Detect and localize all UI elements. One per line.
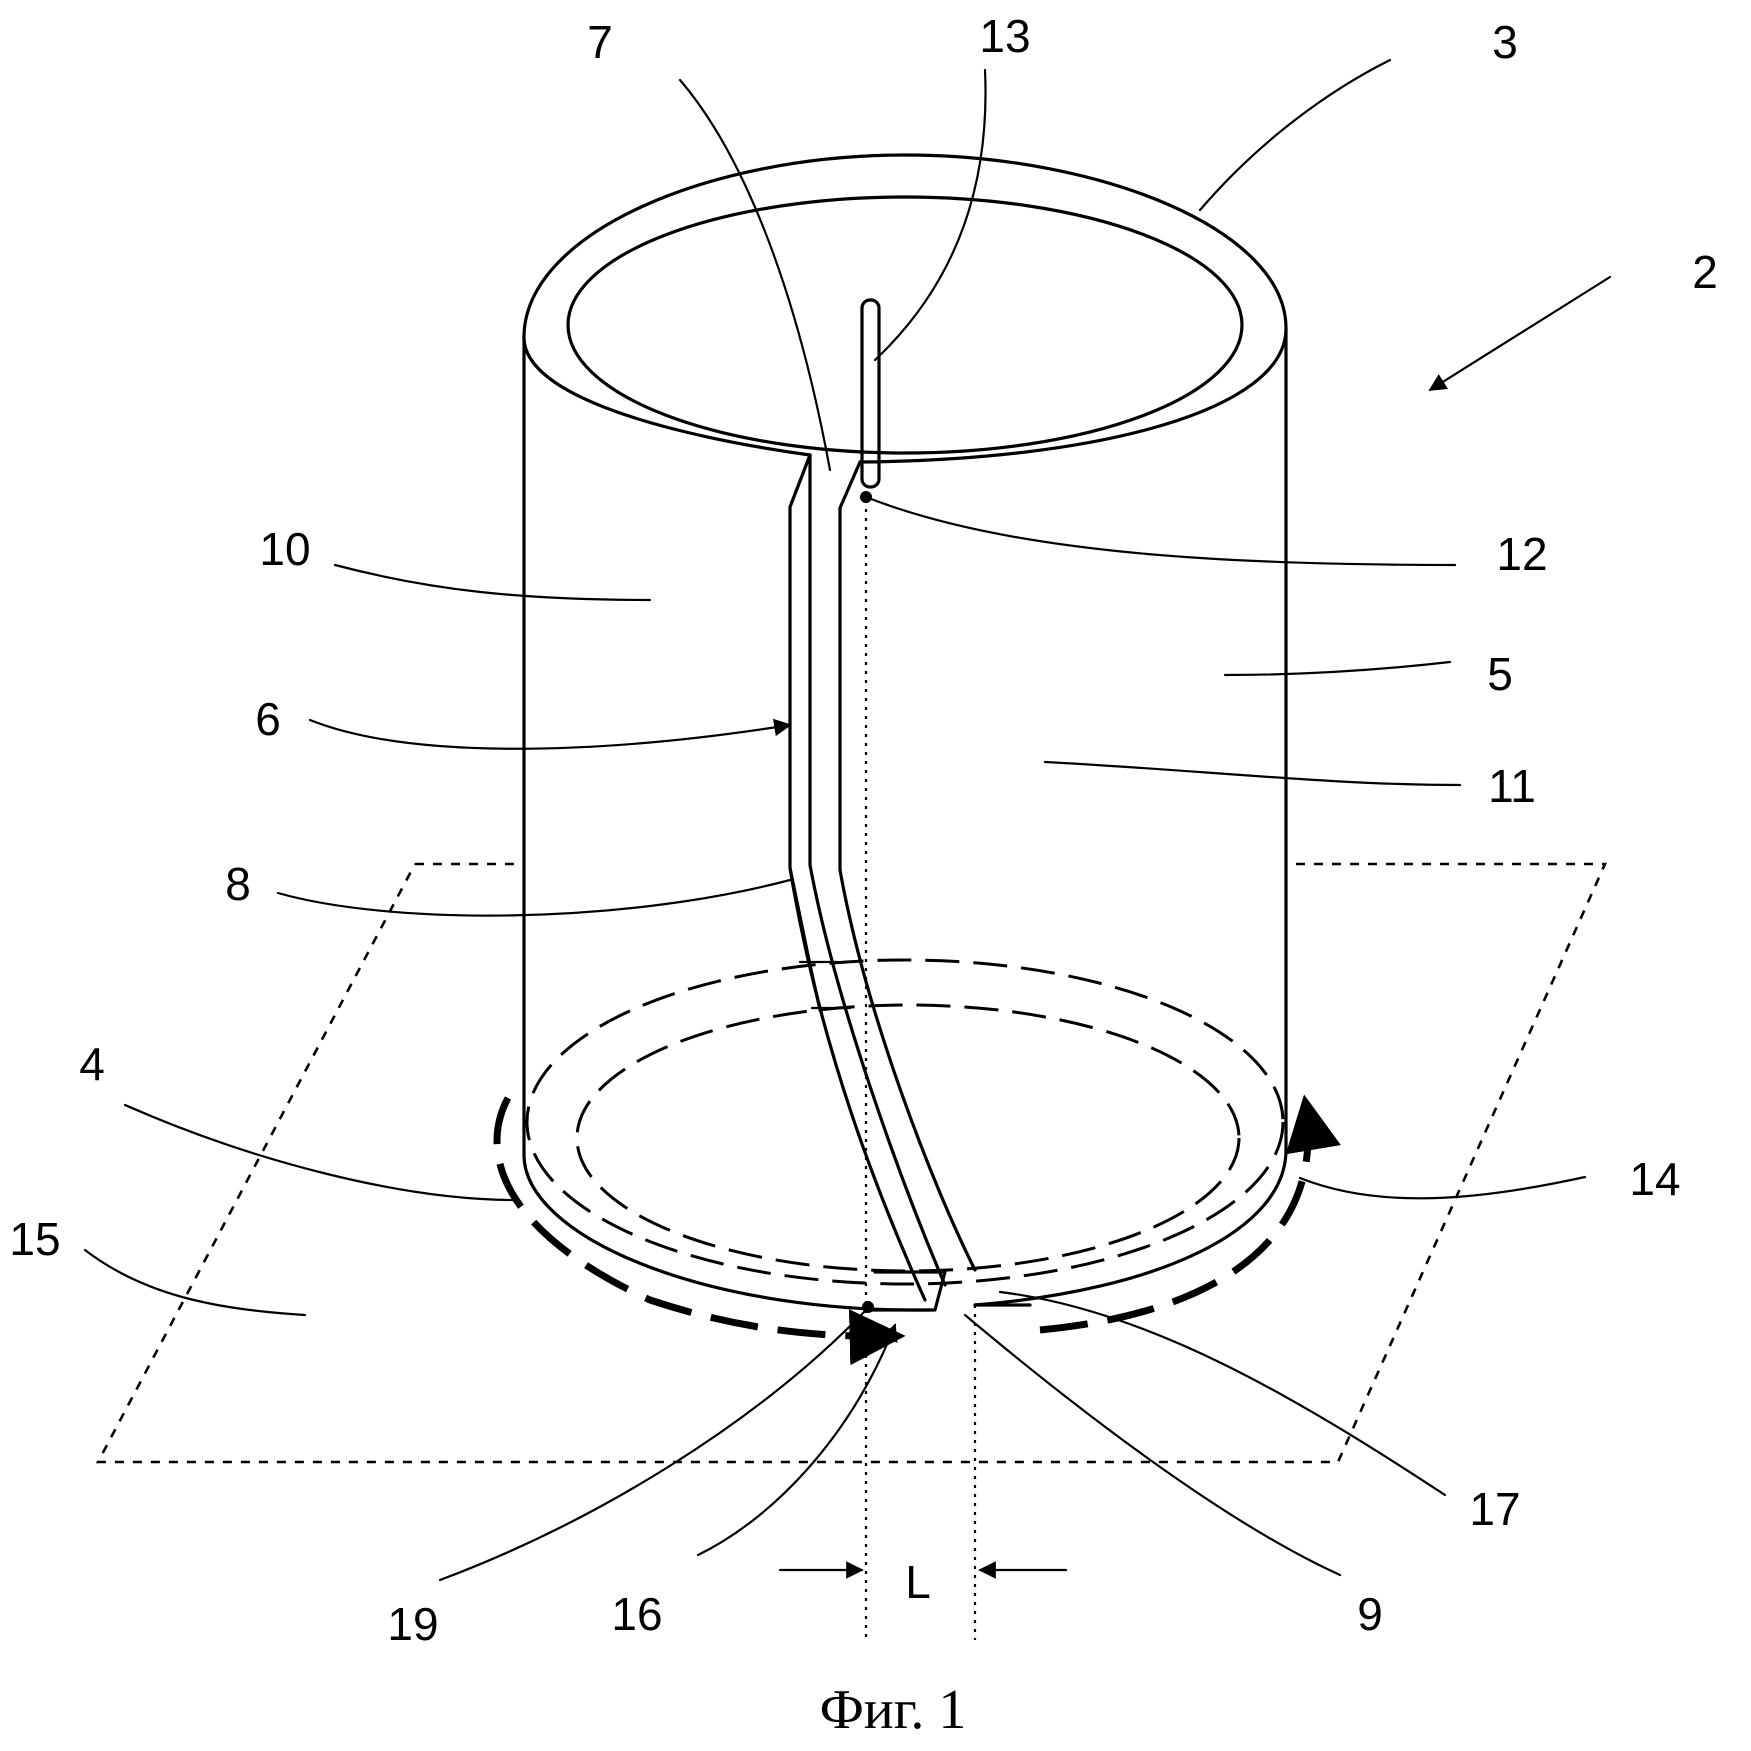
leader-15 — [85, 1250, 305, 1315]
label-8: 8 — [225, 858, 251, 910]
bottom-inner-hidden-inner — [577, 1005, 1239, 1271]
slit-top-right-face — [840, 462, 860, 508]
leader-11 — [1045, 762, 1460, 785]
leader-6 — [310, 720, 790, 749]
bottom-rim-outer — [524, 1155, 930, 1310]
slit-helix-inner — [790, 868, 925, 1300]
label-2: 2 — [1692, 246, 1718, 298]
leader-14 — [1300, 1177, 1585, 1198]
label-10: 10 — [259, 523, 310, 575]
label-15: 15 — [9, 1213, 60, 1265]
leader-19 — [440, 1310, 866, 1580]
label-L: L — [905, 1556, 931, 1608]
label-11: 11 — [1488, 760, 1536, 812]
label-14: 14 — [1629, 1153, 1680, 1205]
top-rim-inner — [568, 197, 1242, 453]
label-4: 4 — [79, 1038, 105, 1090]
leader-17 — [1000, 1292, 1445, 1495]
rod — [862, 300, 879, 487]
leader-9 — [965, 1315, 1340, 1575]
reference-plane — [98, 864, 1605, 1462]
label-17: 17 — [1469, 1483, 1520, 1535]
leader-12 — [866, 497, 1455, 565]
label-7: 7 — [587, 16, 613, 68]
label-9: 9 — [1357, 1588, 1383, 1640]
figure-caption: Фиг. 1 — [820, 1679, 967, 1741]
flow-arrow-right — [1040, 1100, 1308, 1330]
leader-8 — [278, 880, 790, 916]
label-19: 19 — [387, 1598, 438, 1650]
bottom-inner-hidden-outer — [527, 960, 1283, 1284]
label-16: 16 — [611, 1588, 662, 1640]
leader-7 — [680, 80, 830, 470]
top-rim-outer — [524, 155, 1286, 462]
leader-13 — [875, 70, 986, 360]
label-6: 6 — [255, 693, 281, 745]
bottom-rim-outer-right — [975, 1150, 1286, 1305]
leader-5 — [1225, 662, 1450, 675]
leader-10 — [335, 565, 650, 600]
slit-helix-a — [810, 865, 945, 1285]
leader-2 — [1430, 277, 1610, 390]
leader-4 — [125, 1105, 515, 1200]
slit-helix-b — [840, 870, 975, 1270]
slit-bottom-face — [865, 1272, 945, 1310]
leader-3 — [1200, 60, 1390, 210]
label-13: 13 — [979, 10, 1030, 62]
label-3: 3 — [1492, 16, 1518, 68]
leader-16 — [698, 1325, 895, 1555]
slit-helix-c — [810, 965, 820, 1010]
label-12: 12 — [1496, 528, 1547, 580]
label-5: 5 — [1487, 648, 1513, 700]
